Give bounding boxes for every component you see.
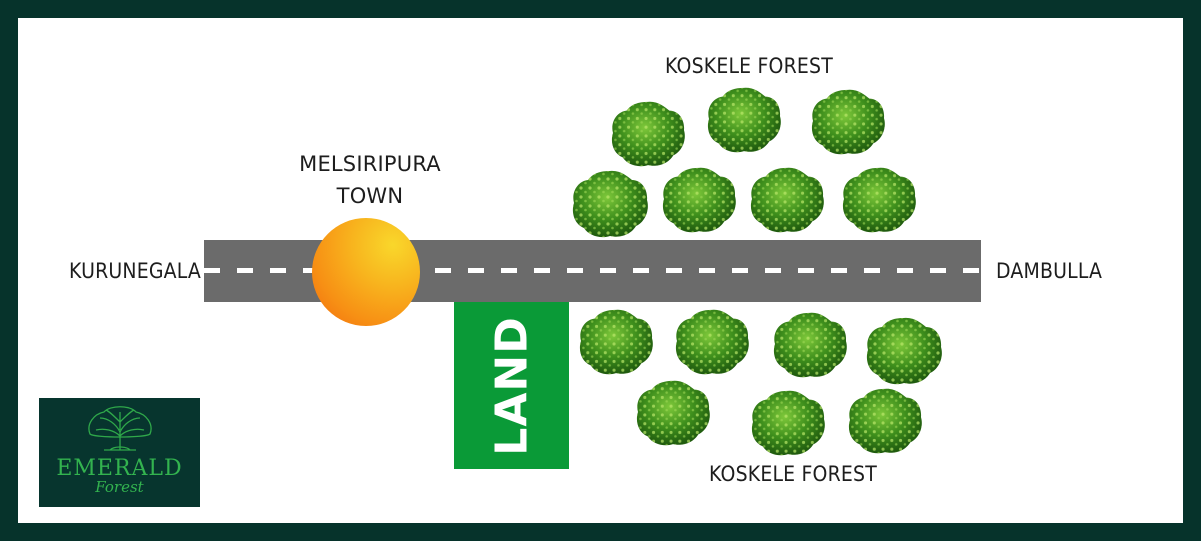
koskele-forest-north-label: KOSKELE FOREST <box>665 54 833 78</box>
logo-word-emerald: EMERALD <box>56 456 183 481</box>
land-plot: LAND <box>454 302 569 469</box>
tree-icon <box>840 165 918 235</box>
tree-icon <box>705 85 783 155</box>
tree-icon <box>809 87 887 157</box>
kurunegala-label: KURUNEGALA <box>69 259 202 283</box>
tree-icon <box>660 165 738 235</box>
tree-icon <box>748 165 826 235</box>
dambulla-label: DAMBULLA <box>996 259 1103 283</box>
tree-icon <box>577 307 655 377</box>
tree-icon <box>846 386 924 456</box>
koskele-forest-south-label: KOSKELE FOREST <box>709 462 877 486</box>
land-label: LAND <box>486 315 537 456</box>
road-center-dashes <box>204 268 981 273</box>
town-label-line2: TOWN <box>336 184 404 208</box>
tree-icon <box>673 307 751 377</box>
logo-word-forest: Forest <box>95 478 144 496</box>
tree-icon <box>570 168 650 240</box>
tree-icon <box>749 388 827 458</box>
emerald-forest-logo: EMERALD Forest <box>39 398 200 507</box>
tree-icon <box>771 310 849 380</box>
town-label-line1: MELSIRIPURA <box>299 152 441 176</box>
tree-icon <box>634 378 712 448</box>
melsiripura-town-marker <box>312 218 420 326</box>
tree-icon <box>609 99 687 169</box>
tree-icon <box>864 315 944 387</box>
tree-logo-icon <box>88 406 152 451</box>
